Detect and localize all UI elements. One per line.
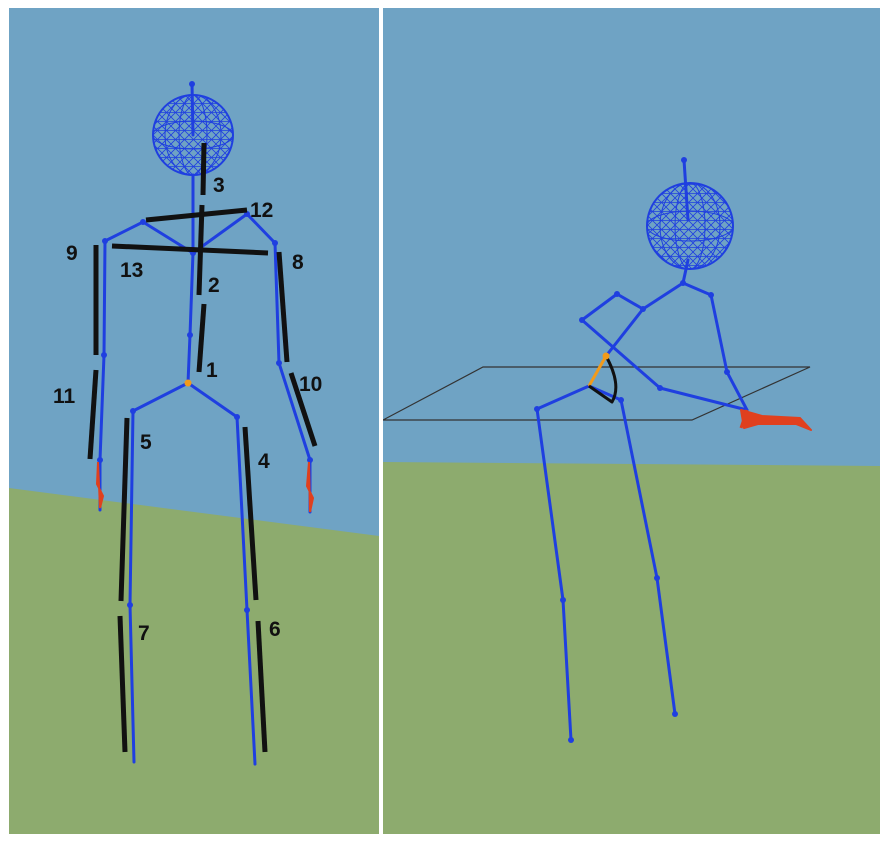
reference-plane <box>383 366 811 421</box>
wireframe-sphere-icon <box>152 94 234 176</box>
side-hands <box>740 409 812 431</box>
joint <box>140 219 146 225</box>
joint <box>640 306 646 312</box>
joint <box>708 292 714 298</box>
segment-label-12: 12 <box>250 199 273 222</box>
front-spine-upper-bone <box>188 251 195 337</box>
front-view-panel: 1 2 3 4 5 6 7 8 9 10 11 12 13 <box>9 8 379 834</box>
segment-label-5: 5 <box>140 431 152 454</box>
front-spine-lower-bone <box>186 333 192 385</box>
joint <box>127 602 133 608</box>
segment-bar-6 <box>255 620 268 753</box>
segment-bar-5 <box>118 417 130 602</box>
joint <box>672 711 678 717</box>
side-hip-angle-arc <box>588 355 618 404</box>
front-right-hand <box>95 461 105 509</box>
joint <box>101 352 107 358</box>
segment-label-1: 1 <box>206 359 218 382</box>
side-near-shoulder-bones <box>681 281 749 412</box>
segment-label-11: 11 <box>53 385 76 408</box>
segment-bar-trunk <box>196 204 205 296</box>
wireframe-sphere-icon <box>646 182 734 270</box>
side-right-leg-bones <box>535 384 591 742</box>
joint <box>244 607 250 613</box>
side-spine-joint <box>602 352 610 360</box>
segment-label-6: 6 <box>269 618 281 641</box>
joint <box>97 457 103 463</box>
side-left-leg-bones <box>587 384 677 716</box>
joint <box>534 406 540 412</box>
side-ground <box>383 462 880 834</box>
side-spine-highlight-bone <box>587 355 608 387</box>
joint <box>681 157 687 163</box>
joint <box>276 360 282 366</box>
joint <box>657 385 663 391</box>
segment-label-13: 13 <box>120 259 143 282</box>
joint <box>568 737 574 743</box>
joint <box>654 575 660 581</box>
joint <box>189 81 195 87</box>
segment-bar-2 <box>196 303 207 373</box>
segment-label-7: 7 <box>138 622 150 645</box>
joint <box>614 291 620 297</box>
side-joints <box>534 157 730 743</box>
joint <box>272 240 278 246</box>
front-segment-bars <box>87 142 318 753</box>
joint <box>560 597 566 603</box>
segment-bar-13 <box>111 243 269 256</box>
front-ground <box>9 488 379 834</box>
front-right-leg-bones <box>128 381 190 764</box>
joint <box>680 280 686 286</box>
segment-bar-8 <box>276 251 290 363</box>
segment-bar-3 <box>200 142 207 196</box>
front-joints <box>97 81 313 613</box>
joint <box>618 397 624 403</box>
segment-label-4: 4 <box>258 450 270 473</box>
segment-label-2: 2 <box>208 274 220 297</box>
front-pelvis-joint <box>184 379 192 387</box>
front-left-hand <box>305 461 315 513</box>
segment-bar-12 <box>145 207 248 223</box>
joint <box>234 414 240 420</box>
segment-label-10: 10 <box>299 373 322 396</box>
front-segment-labels: 1 2 3 4 5 6 7 8 9 10 11 12 13 <box>53 174 322 645</box>
joint <box>579 317 585 323</box>
joint <box>307 457 313 463</box>
front-left-leg-bones <box>186 381 257 766</box>
panel-divider <box>379 8 383 834</box>
segment-label-8: 8 <box>292 251 304 274</box>
segment-label-3: 3 <box>213 174 225 197</box>
segment-bar-4 <box>242 426 259 601</box>
segment-bar-7 <box>117 615 128 753</box>
joint <box>724 369 730 375</box>
segment-label-9: 9 <box>66 242 78 265</box>
segment-bar-11 <box>87 369 99 460</box>
segment-bar-10 <box>288 372 318 447</box>
joint <box>102 238 108 244</box>
joint <box>130 408 136 414</box>
side-hand-finger <box>739 409 749 429</box>
joint <box>187 332 193 338</box>
side-view-panel <box>383 8 880 834</box>
